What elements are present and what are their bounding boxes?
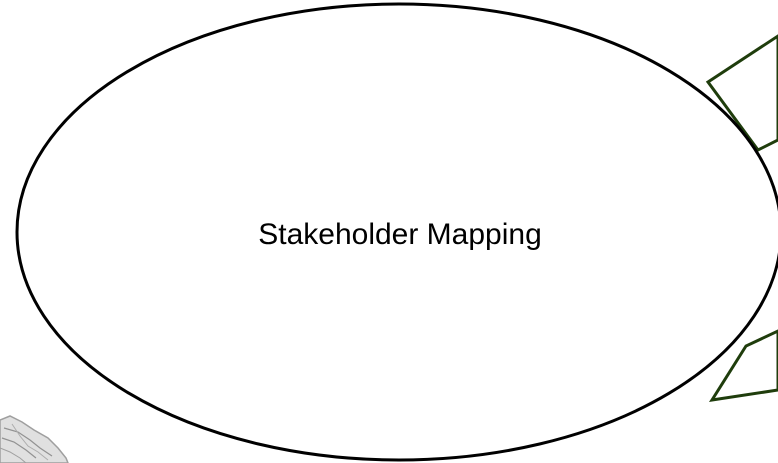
satellite-box-top <box>705 34 778 152</box>
stamp-graphic <box>0 415 69 463</box>
central-node-ellipse <box>15 2 778 462</box>
central-node-label: Stakeholder Mapping <box>258 218 542 251</box>
satellite-box-bottom <box>708 329 778 402</box>
